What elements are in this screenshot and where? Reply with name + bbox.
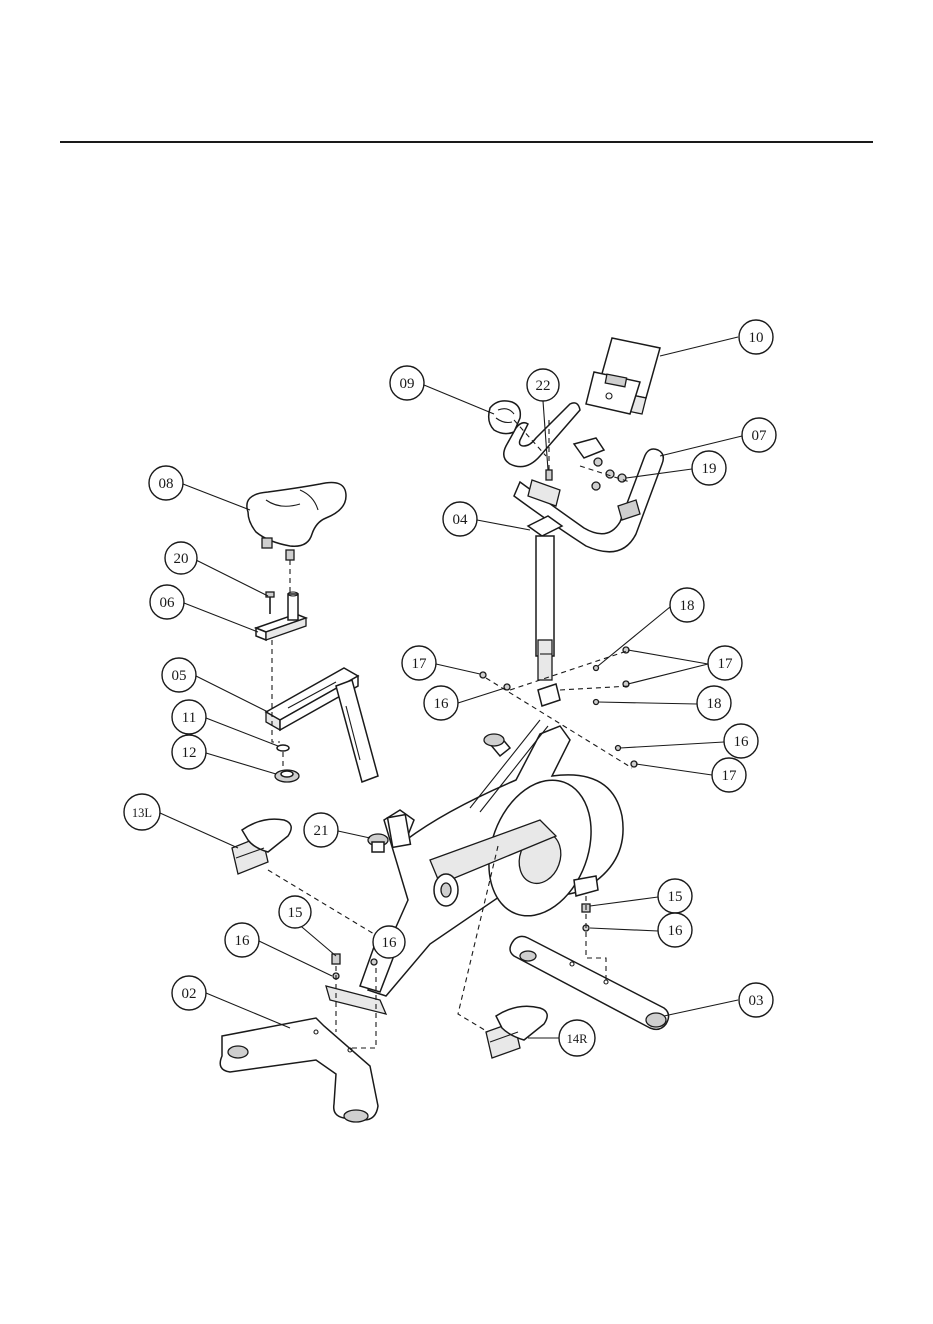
callout-06: 06 — [150, 585, 184, 619]
part-pedal-right — [486, 1006, 547, 1058]
svg-text:17: 17 — [722, 768, 738, 784]
svg-text:07: 07 — [752, 428, 768, 444]
svg-text:19: 19 — [702, 461, 717, 477]
callout-15-right: 15 — [658, 879, 692, 913]
callout-10: 10 — [739, 320, 773, 354]
callout-22: 22 — [527, 369, 559, 401]
callout-16-front: 16 — [225, 923, 259, 957]
svg-text:09: 09 — [400, 376, 415, 392]
svg-text:08: 08 — [159, 476, 174, 492]
callout-12: 12 — [172, 735, 206, 769]
svg-text:10: 10 — [749, 330, 764, 346]
callout-16-right: 16 — [724, 724, 758, 758]
svg-text:22: 22 — [536, 378, 551, 394]
callout-21: 21 — [304, 813, 338, 847]
callout-16-rear: 16 — [658, 913, 692, 947]
callout-09: 09 — [390, 366, 424, 400]
callout-08: 08 — [149, 466, 183, 500]
part-seat-slider — [256, 592, 306, 640]
callout-03: 03 — [739, 983, 773, 1017]
svg-text:16: 16 — [434, 696, 450, 712]
part-console — [586, 338, 660, 414]
svg-text:12: 12 — [182, 745, 197, 761]
svg-text:04: 04 — [453, 512, 469, 528]
svg-text:17: 17 — [412, 656, 428, 672]
svg-text:16: 16 — [235, 933, 251, 949]
svg-text:11: 11 — [182, 710, 196, 726]
callout-07: 07 — [742, 418, 776, 452]
callout-14R: 14R — [559, 1020, 595, 1056]
part-bolts-19 — [592, 458, 626, 490]
callout-17-right: 17 — [708, 646, 742, 680]
svg-text:03: 03 — [749, 993, 764, 1009]
callout-17-left: 17 — [402, 646, 436, 680]
callout-20: 20 — [165, 542, 197, 574]
callout-04: 04 — [443, 502, 477, 536]
svg-text:13L: 13L — [132, 806, 152, 820]
callout-19: 19 — [692, 451, 726, 485]
callout-17-lower: 17 — [712, 758, 746, 792]
svg-text:18: 18 — [680, 598, 695, 614]
callout-16-left: 16 — [424, 686, 458, 720]
callout-18-lower: 18 — [697, 686, 731, 720]
callout-05: 05 — [162, 658, 196, 692]
svg-text:20: 20 — [174, 551, 189, 567]
svg-text:15: 15 — [668, 889, 683, 905]
callout-15-left: 15 — [279, 896, 311, 928]
callout-16-frame: 16 — [373, 926, 405, 958]
svg-text:16: 16 — [734, 734, 750, 750]
part-tension-knob — [368, 834, 388, 852]
part-saddle — [247, 483, 346, 561]
callout-11: 11 — [172, 700, 206, 734]
svg-text:02: 02 — [182, 986, 197, 1002]
callout-labels: 10 09 22 07 19 08 04 20 06 18 17 17 05 1… — [124, 320, 776, 1056]
svg-text:17: 17 — [718, 656, 734, 672]
callout-18-upper: 18 — [670, 588, 704, 622]
part-bolt-22 — [546, 470, 552, 480]
svg-text:06: 06 — [160, 595, 176, 611]
part-handlebar-post — [528, 516, 562, 680]
svg-text:21: 21 — [314, 823, 329, 839]
callout-02: 02 — [172, 976, 206, 1010]
svg-text:16: 16 — [382, 935, 398, 951]
svg-text:14R: 14R — [567, 1032, 589, 1046]
callout-13L: 13L — [124, 794, 160, 830]
part-pedal-left — [232, 819, 291, 874]
svg-text:16: 16 — [668, 923, 684, 939]
svg-text:15: 15 — [288, 905, 303, 921]
svg-text:05: 05 — [172, 668, 187, 684]
part-washer-11 — [277, 745, 289, 751]
part-front-stabilizer — [220, 1018, 378, 1122]
svg-text:18: 18 — [707, 696, 722, 712]
part-knob-12 — [275, 770, 299, 782]
